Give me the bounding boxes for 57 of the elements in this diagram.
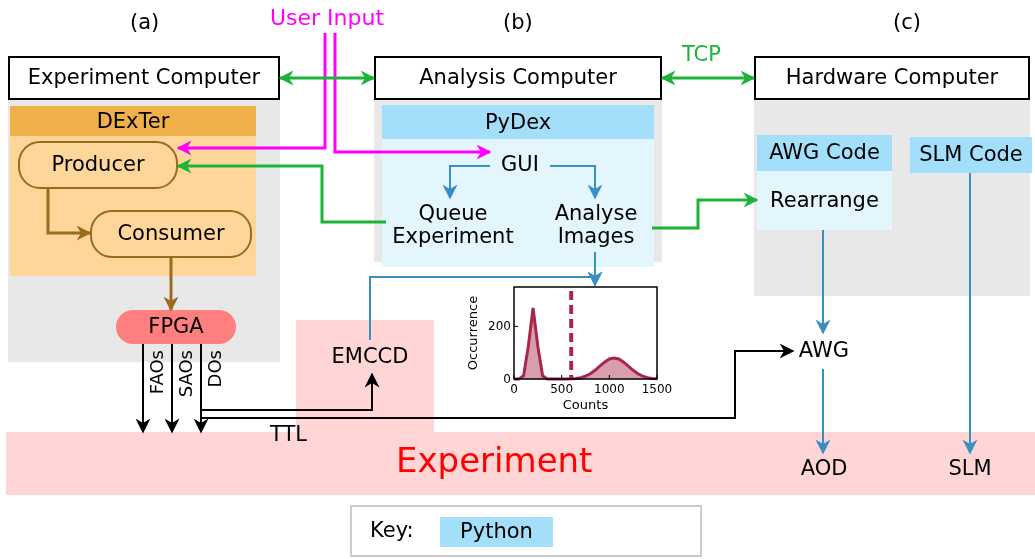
hardware-box: FPGA [116,310,236,344]
edge-label: TTL [270,422,307,446]
arrow [369,271,603,341]
arrow [815,368,831,455]
software-panel [10,106,256,276]
computer-box: Hardware Computer [754,56,1030,100]
computer-box: Experiment Computer [8,56,280,100]
tick-label: 0 [510,382,518,396]
arrow [815,229,831,335]
action-label: Queue Experiment [386,198,520,252]
arrow [333,33,492,160]
tick-label: 1500 [641,382,673,396]
tick-label: 0 [503,372,511,386]
device-label: AOD [793,453,855,485]
input-label: User Input [262,3,392,33]
device-label: AWG [793,333,855,369]
arrow [278,70,376,86]
arrow [176,33,327,156]
device-label: SLM [940,453,1000,485]
arrow [962,172,978,455]
code-box: SLM Code [910,137,1032,173]
axis-title: Occurrence [465,295,480,371]
arrow [163,258,179,312]
band-title: Experiment [396,442,593,480]
tick-label: 200 [488,319,511,334]
axis-title: Counts [562,397,609,412]
edge-label: FAOs [146,350,167,395]
tick-label: 500 [550,382,574,396]
legend-key: Key: [370,518,414,542]
panel-label: (a) [130,10,160,34]
arrow [200,343,795,419]
device-label: EMCCD [318,340,422,374]
process-box: Rearrange [757,171,892,230]
arrow [46,189,92,241]
edge-label: TCP [682,42,721,66]
panel-heading: DExTer [10,106,256,136]
computer-box: Analysis Computer [374,56,662,100]
edge-label: DOs [204,350,225,388]
arrow [176,158,386,224]
arrow [660,70,756,86]
process-box: Producer [18,141,178,189]
panel-label: (b) [503,10,533,34]
code-box: AWG Code [757,135,892,171]
edge-label: SAOs [175,350,196,398]
action-label: GUI [490,150,550,180]
panel-heading: PyDex [382,105,654,139]
arrow [549,165,603,200]
arrow [135,343,151,434]
arrow [442,165,491,200]
legend-text: Python [459,519,534,543]
panel-label: (c) [893,10,921,34]
arrow [652,192,759,230]
action-label: Analyse Images [540,198,652,252]
arrow [164,343,180,434]
process-box: Consumer [90,210,252,258]
software-panel [382,105,654,267]
tick-label: 1000 [594,382,625,396]
